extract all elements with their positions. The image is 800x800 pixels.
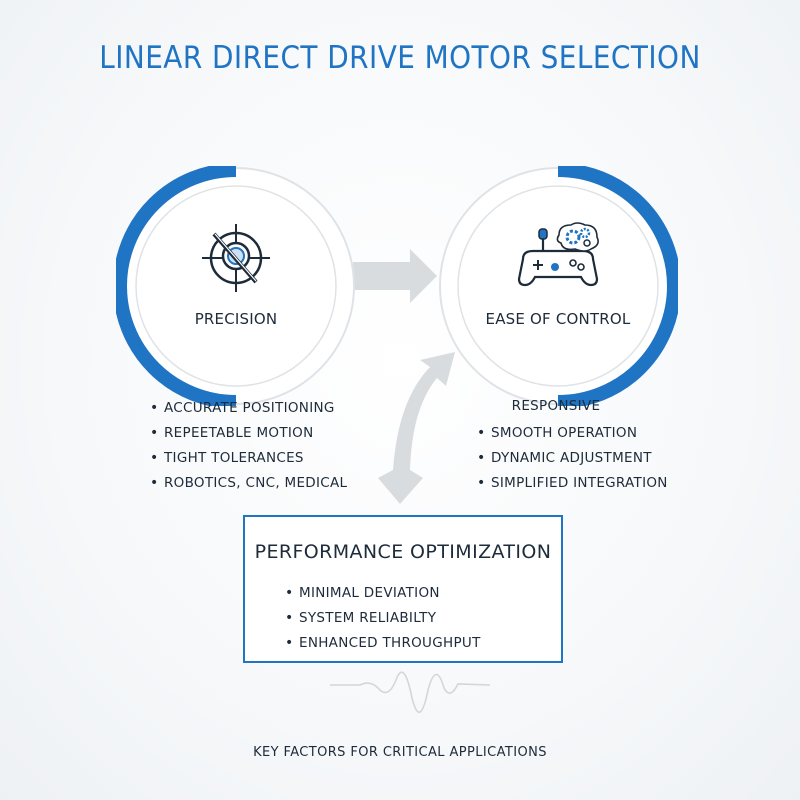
list-item: •REPEETABLE MOTION — [150, 425, 314, 441]
precision-label: PRECISION — [194, 310, 278, 328]
list-item: •TIGHT TOLERANCES — [150, 450, 304, 466]
control-bullet-list: •SMOOTH OPERATION •DYNAMIC ADJUSTMENT •S… — [477, 421, 668, 496]
list-item: •ENHANCED THROUGHPUT — [285, 635, 481, 651]
right-arrow — [353, 249, 437, 303]
ease-of-control-circle: EASE OF CONTROL — [438, 166, 678, 406]
precision-circle: PRECISION — [116, 166, 356, 406]
precision-bullet-list: •ACCURATE POSITIONING •REPEETABLE MOTION… — [150, 396, 347, 496]
responsive-heading: RESPONSIVE — [511, 398, 601, 414]
list-item: •MINIMAL DEVIATION — [285, 585, 440, 601]
list-item: •SIMPLIFIED INTEGRATION — [477, 475, 668, 491]
list-item: •DYNAMIC ADJUSTMENT — [477, 450, 652, 466]
footer-caption: KEY FACTORS FOR CRITICAL APPLICATIONS — [253, 745, 547, 760]
list-item: •SYSTEM RELIABILTY — [285, 610, 437, 626]
waveform-decoration — [330, 671, 491, 713]
target-crosshair-icon — [202, 224, 270, 292]
list-item: •ROBOTICS, CNC, MEDICAL — [150, 475, 348, 491]
curved-double-arrow — [378, 352, 455, 504]
list-item: •ACCURATE POSITIONING — [150, 400, 335, 416]
ease-of-control-label: EASE OF CONTROL — [485, 310, 631, 328]
gamepad-gears-icon — [517, 222, 599, 287]
page-title: LINEAR DIRECT DRIVE MOTOR SELECTION — [99, 40, 701, 76]
performance-bullet-list: •MINIMAL DEVIATION •SYSTEM RELIABILTY •E… — [285, 581, 481, 656]
performance-box: PERFORMANCE OPTIMIZATION •MINIMAL DEVIAT… — [243, 515, 563, 663]
list-item: •SMOOTH OPERATION — [477, 425, 638, 441]
performance-title: PERFORMANCE OPTIMIZATION — [254, 541, 552, 563]
